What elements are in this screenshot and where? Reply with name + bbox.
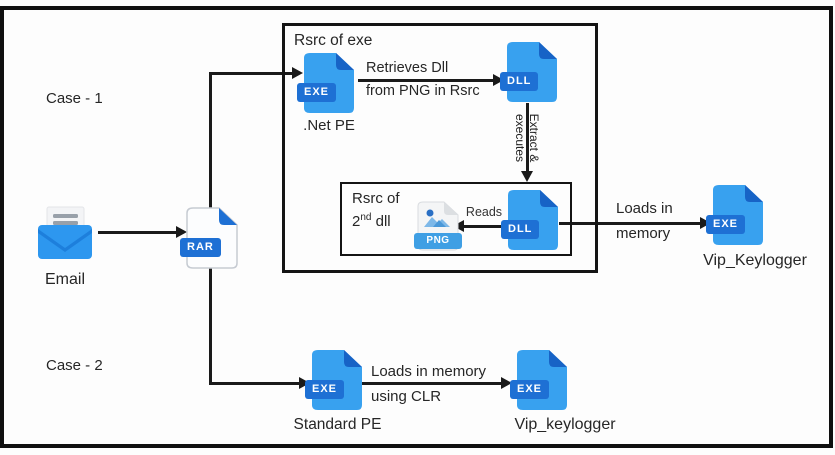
arrowhead-to-standardpe: [299, 377, 310, 389]
dll-top-badge: DLL: [500, 72, 539, 91]
connector-case1-horizontal: [209, 72, 293, 75]
connector-stdpe-vip: [362, 382, 503, 385]
standardpe-exe-icon: EXE: [305, 349, 363, 411]
connector-dll-loads-memory: [559, 222, 702, 225]
vip-top-badge: EXE: [706, 215, 746, 234]
email-label: Email: [44, 271, 85, 288]
rsrc-of-exe-title: Rsrc of exe: [294, 32, 373, 49]
standardpe-label: Standard PE: [293, 416, 382, 433]
inner-box-title-num: 2: [352, 213, 361, 230]
loads-memory-label-line1: Loads in: [616, 200, 673, 217]
image-border: [0, 6, 833, 448]
connector-email-rar: [98, 231, 177, 234]
arrowhead-to-vip-top: [700, 217, 711, 229]
retrieves-label-line2: from PNG in Rsrc: [366, 83, 480, 99]
png-icon: PNG: [414, 201, 462, 251]
vip-keylogger-top-label: Vip_Keylogger: [703, 252, 807, 269]
inner-box-title-line1: Rsrc of: [352, 190, 400, 207]
vip-keylogger-bottom-label: Vip_keylogger: [514, 416, 616, 433]
vip-top-exe-icon: EXE: [706, 184, 764, 246]
arrowhead-to-rar: [176, 226, 187, 238]
vip-bottom-badge: EXE: [510, 380, 550, 399]
connector-netpe-dll: [358, 79, 495, 82]
rar-icon: RAR: [180, 207, 238, 269]
png-badge: PNG: [414, 233, 462, 249]
reads-label: Reads: [465, 205, 503, 219]
rar-badge: RAR: [180, 238, 221, 257]
connector-dll-extract: [526, 103, 529, 173]
extract-executes-label: Extract & executes: [513, 98, 541, 178]
loads-clr-label-line1: Loads in memory: [371, 363, 487, 380]
dll-inner-icon: DLL: [501, 189, 559, 251]
email-icon: [33, 202, 97, 266]
arrowhead-extract-down: [521, 171, 533, 182]
inner-box-title-rest: dll: [371, 213, 391, 230]
rsrc-of-exe-box: [282, 23, 598, 273]
netpe-label: .Net PE: [303, 117, 355, 134]
vip-bottom-exe-icon: EXE: [510, 349, 568, 411]
netpe-badge: EXE: [297, 83, 337, 102]
rsrc-of-2nd-dll-box: [340, 182, 572, 256]
dll-inner-badge: DLL: [501, 220, 540, 239]
arrowhead-to-dll-top: [493, 74, 504, 86]
loads-clr-label-line2: using CLR: [371, 388, 442, 405]
case-2-label: Case - 2: [46, 357, 103, 374]
loads-memory-label-line2: memory: [616, 225, 671, 242]
case-1-label: Case - 1: [46, 90, 103, 107]
rsrc-of-2nd-dll-title: Rsrc of 2nd dll: [352, 189, 400, 231]
dll-top-icon: DLL: [500, 41, 558, 103]
netpe-exe-icon: EXE: [297, 52, 355, 114]
standardpe-badge: EXE: [305, 380, 345, 399]
connector-dll-reads-png: [463, 225, 507, 228]
extract-label-line2: executes: [513, 113, 527, 163]
inner-box-title-sup: nd: [360, 212, 372, 223]
extract-label-line1: Extract &: [527, 113, 541, 163]
retrieves-label-line1: Retrieves Dll: [366, 60, 449, 76]
connector-case2-horizontal: [209, 382, 300, 385]
arrowhead-to-netpe: [292, 67, 303, 79]
arrowhead-to-vip-bottom: [501, 377, 512, 389]
